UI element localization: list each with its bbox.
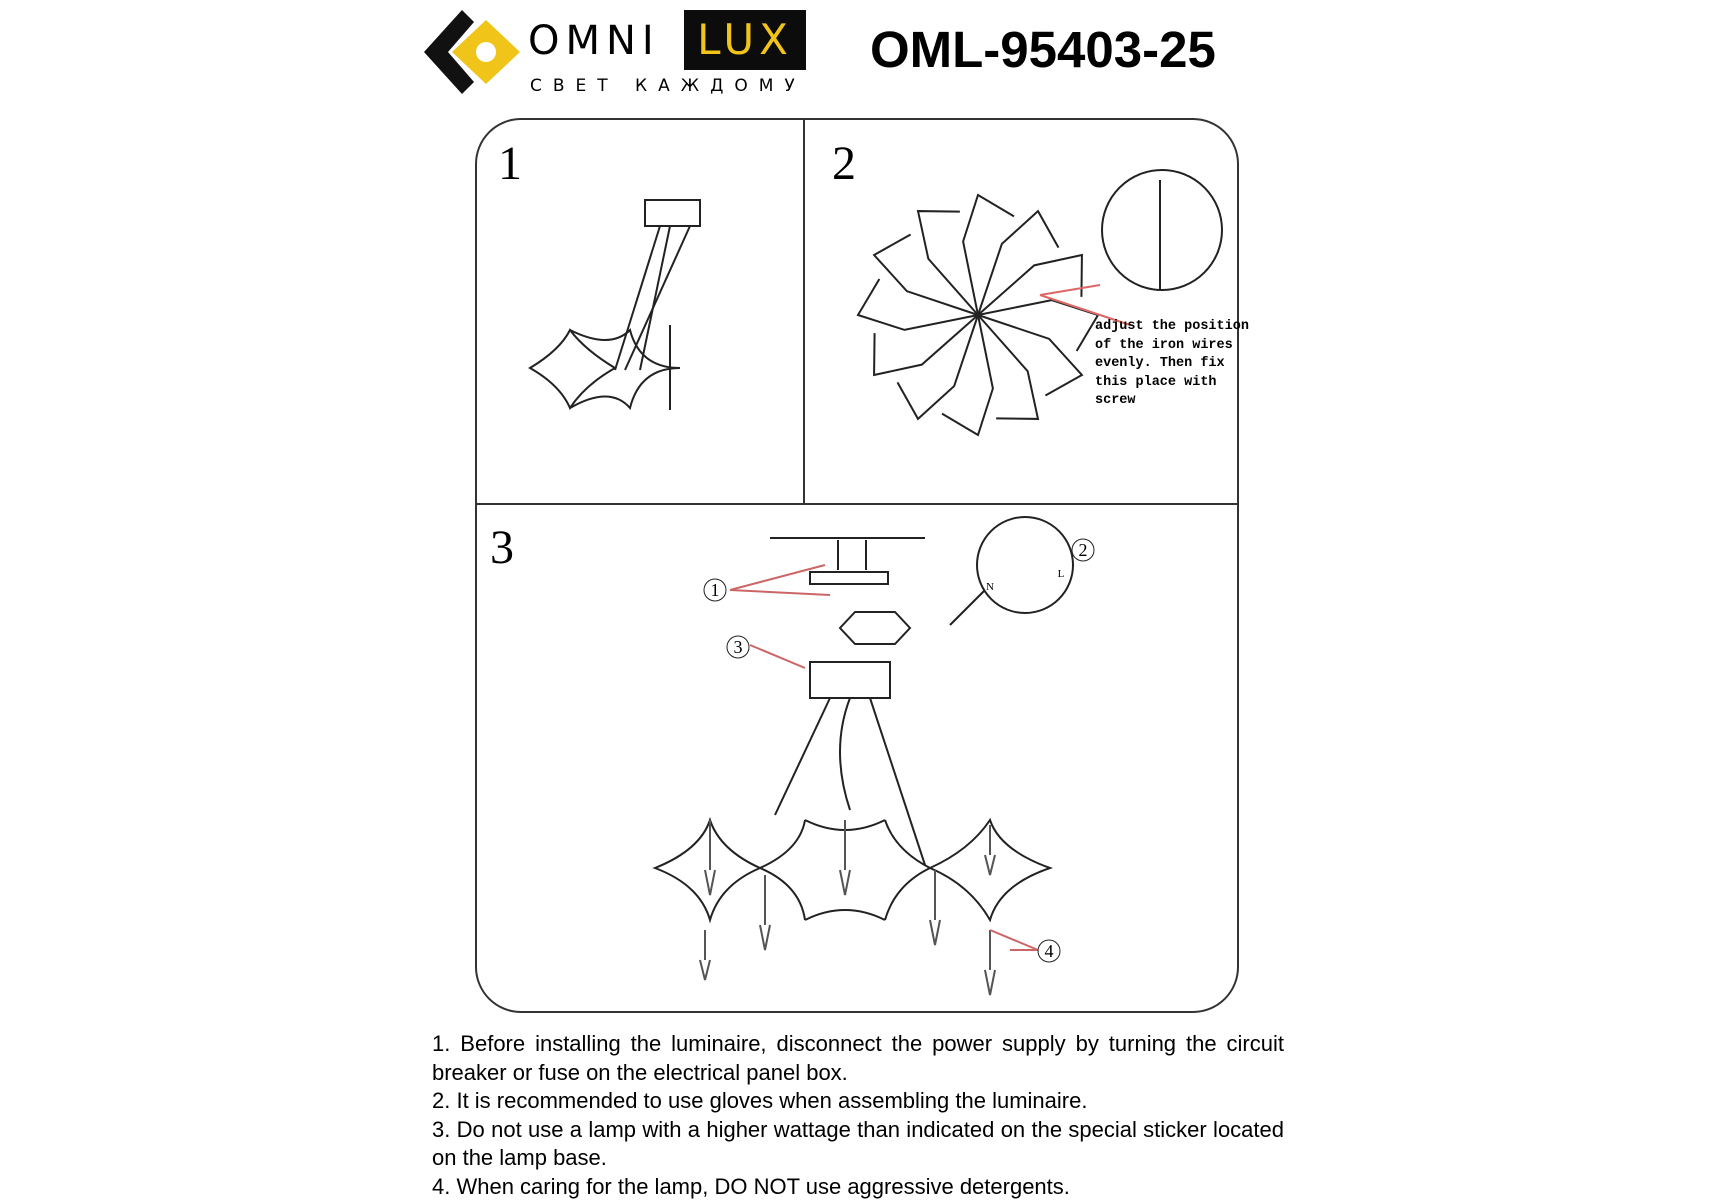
wire-label-neutral: N: [986, 581, 994, 593]
instruction-item: 1. Before installing the luminaire, disc…: [432, 1030, 1284, 1087]
instruction-item: 4. When caring for the lamp, DO NOT use …: [432, 1173, 1284, 1201]
instruction-item: 2. It is recommended to use gloves when …: [432, 1087, 1284, 1116]
callout-1: 1: [711, 580, 720, 600]
callout-4: 4: [1045, 941, 1054, 961]
wire-label-live: L: [1058, 568, 1065, 580]
callout-3: 3: [734, 637, 743, 657]
callout-2: 2: [1079, 540, 1088, 560]
safety-instructions: 1. Before installing the luminaire, disc…: [432, 1030, 1284, 1201]
instruction-item: 3. Do not use a lamp with a higher watta…: [432, 1116, 1284, 1173]
